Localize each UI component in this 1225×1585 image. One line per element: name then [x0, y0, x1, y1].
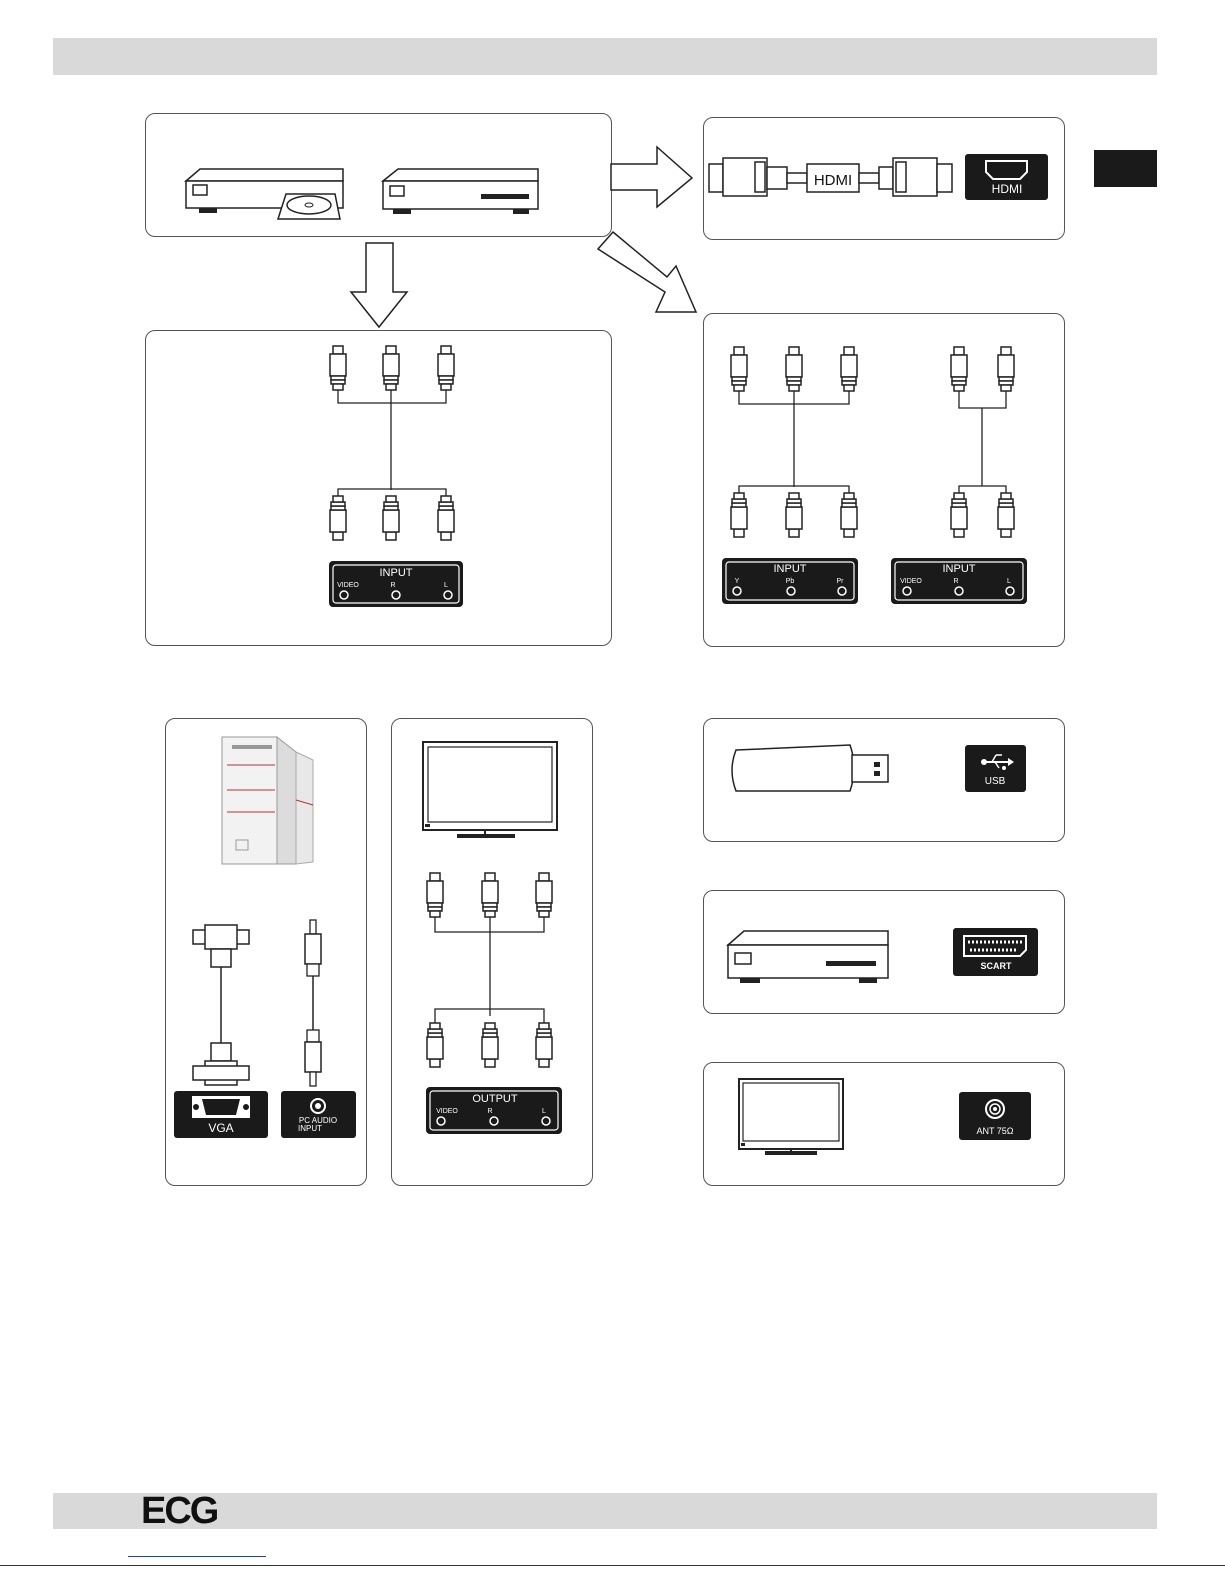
- usb-socket: USB: [965, 745, 1026, 792]
- pc-audio-cable-icon: [305, 920, 321, 1086]
- component-input-title: INPUT: [774, 563, 807, 575]
- av-input-port-label: R: [390, 582, 395, 589]
- tv-icon: [423, 742, 557, 838]
- arrow-diagonal-icon: [598, 232, 696, 312]
- set-top-box-icon: [383, 169, 538, 214]
- usb-socket-label: USB: [985, 776, 1006, 787]
- hdmi-socket-label: HDMI: [992, 182, 1023, 196]
- av-input-port-label: L: [444, 582, 448, 589]
- audio-input-socket: INPUT VIDEO R L: [891, 558, 1027, 604]
- component-cable-icon: [731, 347, 857, 537]
- component-port-label: Pb: [786, 578, 795, 585]
- audio-input-title: INPUT: [943, 563, 976, 575]
- av-output-cable-icon: [427, 873, 552, 1067]
- antenna-tv-icon: [739, 1079, 843, 1155]
- antenna-socket-label: ANT 75Ω: [976, 1126, 1013, 1136]
- av-cable-icon: [330, 346, 454, 540]
- hdmi-cable-icon: HDMI: [709, 158, 952, 196]
- audio-port-label: R: [953, 578, 958, 585]
- hdmi-socket: HDMI: [965, 154, 1048, 200]
- scart-socket-label: SCART: [981, 961, 1013, 971]
- component-input-socket: INPUT Y Pb Pr: [722, 558, 858, 604]
- vga-socket-label: VGA: [208, 1121, 233, 1135]
- page-bottom-rule: [0, 1565, 1225, 1566]
- footer-link-underline: [128, 1556, 266, 1557]
- av-output-socket: OUTPUT VIDEO R L: [426, 1087, 562, 1134]
- component-port-label: Y: [735, 578, 740, 585]
- dvd-player-icon: [186, 169, 343, 219]
- audio-cable-icon: [951, 347, 1014, 537]
- pc-audio-socket: PC AUDIO INPUT: [281, 1091, 356, 1138]
- av-output-port-label: L: [542, 1108, 546, 1115]
- footer-bar: [53, 1493, 1157, 1529]
- antenna-socket: ANT 75Ω: [959, 1092, 1031, 1140]
- brand-logo: ECG: [141, 1490, 217, 1532]
- pc-audio-label-line2: INPUT: [298, 1124, 322, 1133]
- arrow-right-icon: [611, 147, 692, 207]
- arrow-down-icon: [351, 243, 407, 327]
- scart-device-icon: [728, 931, 888, 983]
- av-output-title: OUTPUT: [472, 1093, 518, 1105]
- av-output-port-label: R: [487, 1108, 492, 1115]
- hdmi-cable-label: HDMI: [814, 172, 852, 189]
- usb-stick-icon: [732, 745, 888, 791]
- component-port-label: Pr: [837, 578, 845, 585]
- audio-port-label: VIDEO: [900, 578, 922, 585]
- audio-port-label: L: [1007, 578, 1011, 585]
- av-input-port-label: VIDEO: [337, 582, 359, 589]
- av-input-socket: INPUT VIDEO R L: [329, 561, 463, 607]
- scart-socket: SCART: [953, 928, 1038, 976]
- vga-cable-icon: [193, 925, 249, 1085]
- av-output-port-label: VIDEO: [436, 1108, 458, 1115]
- vga-socket: VGA: [174, 1091, 268, 1138]
- av-input-title: INPUT: [380, 567, 413, 579]
- pc-tower-icon: [222, 737, 313, 864]
